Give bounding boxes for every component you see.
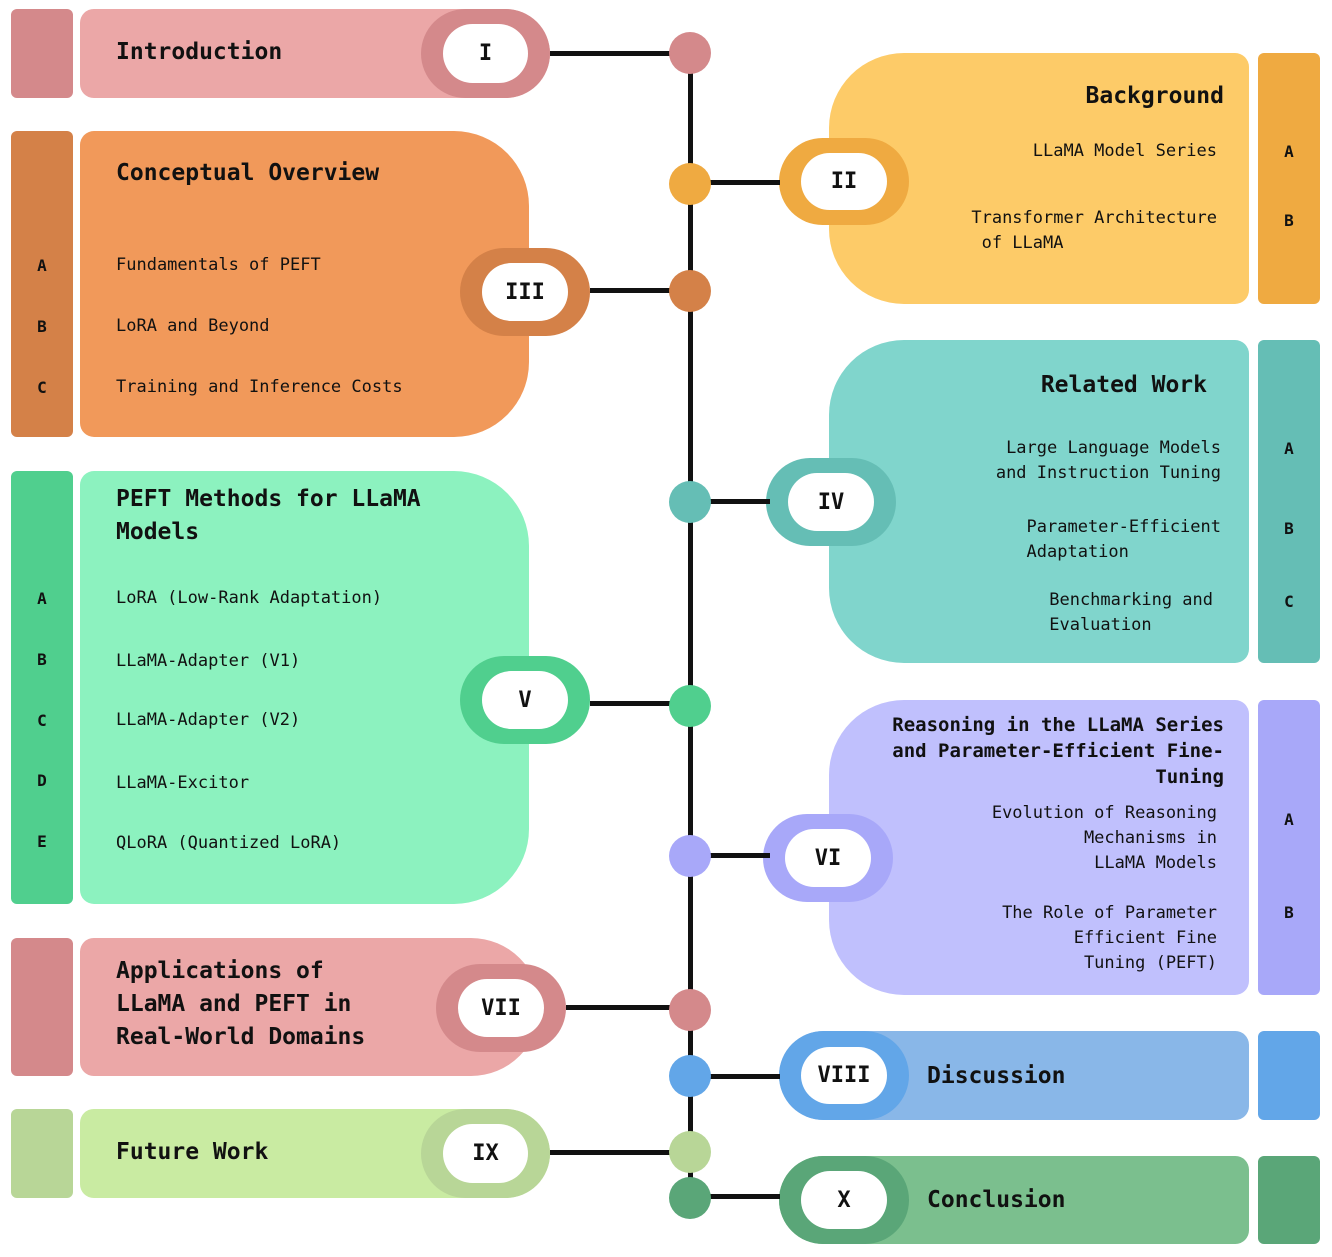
applications-numeral: VII	[458, 979, 544, 1037]
discussion-badge: VIII	[779, 1031, 909, 1120]
reasoning-badge: VI	[763, 814, 893, 902]
intro-badge: I	[421, 9, 550, 98]
conclusion-tab	[1258, 1156, 1320, 1244]
peft-letter-b: B	[37, 650, 47, 669]
related-connector	[690, 499, 770, 504]
background-numeral: II	[801, 153, 887, 210]
applications-node	[669, 989, 711, 1031]
future-title: Future Work	[116, 1139, 269, 1165]
concept-item-c: Training and Inference Costs	[116, 377, 403, 397]
reasoning-node	[669, 835, 711, 877]
background-item-b: Transformer Architecture of LLaMA	[971, 208, 1217, 253]
related-tab: A B C	[1258, 340, 1320, 663]
peft-title: PEFT Methods for LLaMA Models	[116, 486, 421, 545]
related-title: Related Work	[1040, 372, 1207, 398]
future-connector	[550, 1150, 690, 1155]
related-badge: IV	[766, 458, 896, 546]
conclusion-badge: X	[779, 1156, 909, 1244]
background-item-a: LLaMA Model Series	[1032, 141, 1217, 161]
intro-tab	[11, 9, 73, 98]
reasoning-card: Reasoning in the LLaMA Series and Parame…	[829, 700, 1249, 995]
peft-item-d: LLaMA-Excitor	[116, 773, 250, 793]
concept-tab: A B C	[11, 131, 73, 437]
peft-card: PEFT Methods for LLaMA Models LoRA (Low-…	[80, 471, 529, 904]
intro-title: Introduction	[116, 39, 283, 65]
background-title: Background	[1085, 83, 1224, 109]
concept-letter-a: A	[37, 256, 47, 275]
discussion-node	[669, 1055, 711, 1097]
background-connector	[690, 180, 780, 185]
related-item-b: Parameter-Efficient Adaptation	[1026, 517, 1221, 562]
reasoning-letter-b: B	[1284, 903, 1294, 922]
background-node	[669, 163, 711, 205]
background-card: Background LLaMA Model Series Transforme…	[829, 53, 1249, 304]
related-item-a: Large Language Models and Instruction Tu…	[995, 438, 1221, 483]
reasoning-item-b: The Role of Parameter Efficient Fine Tun…	[1002, 903, 1217, 973]
future-tab	[11, 1109, 73, 1198]
concept-badge: III	[460, 248, 590, 336]
future-node	[669, 1131, 711, 1173]
discussion-connector	[690, 1074, 780, 1079]
related-letter-c: C	[1284, 592, 1294, 611]
concept-letter-c: C	[37, 378, 47, 397]
peft-item-e: QLoRA (Quantized LoRA)	[116, 833, 342, 853]
peft-letter-d: D	[37, 771, 47, 790]
related-card: Related Work Large Language Models and I…	[829, 340, 1249, 663]
background-tab: A B	[1258, 53, 1320, 304]
intro-connector	[550, 51, 690, 56]
reasoning-numeral: VI	[785, 829, 871, 887]
applications-badge: VII	[436, 964, 566, 1052]
reasoning-tab: A B	[1258, 700, 1320, 995]
conclusion-connector	[690, 1194, 780, 1199]
related-item-c: Benchmarking and Evaluation	[1049, 590, 1213, 635]
conclusion-title: Conclusion	[927, 1187, 1066, 1213]
peft-badge: V	[460, 656, 590, 744]
peft-tab: A B C D E	[11, 471, 73, 904]
intro-numeral: I	[443, 24, 528, 83]
discussion-numeral: VIII	[801, 1047, 887, 1104]
peft-numeral: V	[482, 671, 568, 729]
reasoning-letter-a: A	[1284, 810, 1294, 829]
concept-item-a: Fundamentals of PEFT	[116, 255, 321, 275]
background-letter-b: B	[1284, 211, 1294, 230]
concept-item-b: LoRA and Beyond	[116, 316, 270, 336]
peft-letter-c: C	[37, 711, 47, 730]
peft-letter-a: A	[37, 589, 47, 608]
peft-connector	[590, 701, 690, 706]
timeline-spine	[688, 50, 693, 1198]
concept-card: Conceptual Overview Fundamentals of PEFT…	[80, 131, 529, 437]
reasoning-item-a: Evolution of Reasoning Mechanisms in LLa…	[991, 803, 1217, 873]
concept-numeral: III	[482, 263, 568, 321]
concept-node	[669, 270, 711, 312]
background-badge: II	[779, 138, 909, 225]
peft-item-b: LLaMA-Adapter (V1)	[116, 651, 301, 671]
peft-item-a: LoRA (Low-Rank Adaptation)	[116, 588, 383, 608]
related-letter-a: A	[1284, 439, 1294, 458]
applications-title: Applications of LLaMA and PEFT in Real-W…	[116, 958, 366, 1050]
conclusion-node	[669, 1177, 711, 1219]
applications-tab	[11, 938, 73, 1076]
intro-node	[669, 32, 711, 74]
related-numeral: IV	[788, 473, 874, 531]
peft-item-c: LLaMA-Adapter (V2)	[116, 710, 301, 730]
peft-node	[669, 685, 711, 727]
related-node	[669, 481, 711, 523]
concept-title: Conceptual Overview	[116, 160, 380, 186]
peft-letter-e: E	[37, 832, 47, 851]
future-badge: IX	[421, 1109, 550, 1198]
concept-letter-b: B	[37, 317, 47, 336]
applications-connector	[566, 1005, 690, 1010]
future-numeral: IX	[443, 1124, 528, 1183]
related-letter-b: B	[1284, 519, 1294, 538]
concept-connector	[590, 288, 690, 293]
discussion-tab	[1258, 1031, 1320, 1120]
reasoning-title: Reasoning in the LLaMA Series and Parame…	[892, 714, 1224, 788]
discussion-title: Discussion	[927, 1063, 1066, 1089]
conclusion-numeral: X	[801, 1171, 887, 1229]
reasoning-connector	[690, 853, 770, 858]
background-letter-a: A	[1284, 142, 1294, 161]
